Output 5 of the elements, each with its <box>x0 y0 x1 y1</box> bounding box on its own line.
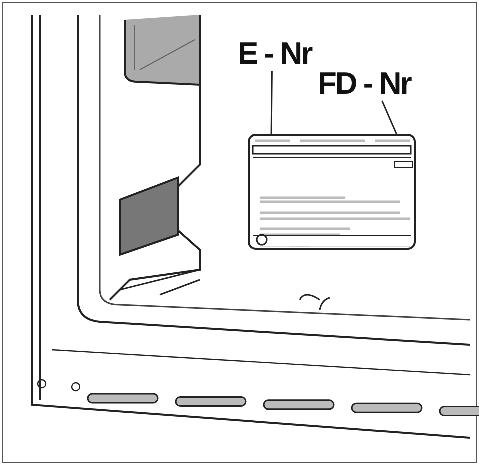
leader-line <box>382 100 398 136</box>
rating-plate <box>248 134 416 250</box>
callout-label: E - Nr <box>238 38 328 70</box>
leader-line <box>270 71 273 136</box>
callout-label: FD - Nr <box>318 68 420 100</box>
